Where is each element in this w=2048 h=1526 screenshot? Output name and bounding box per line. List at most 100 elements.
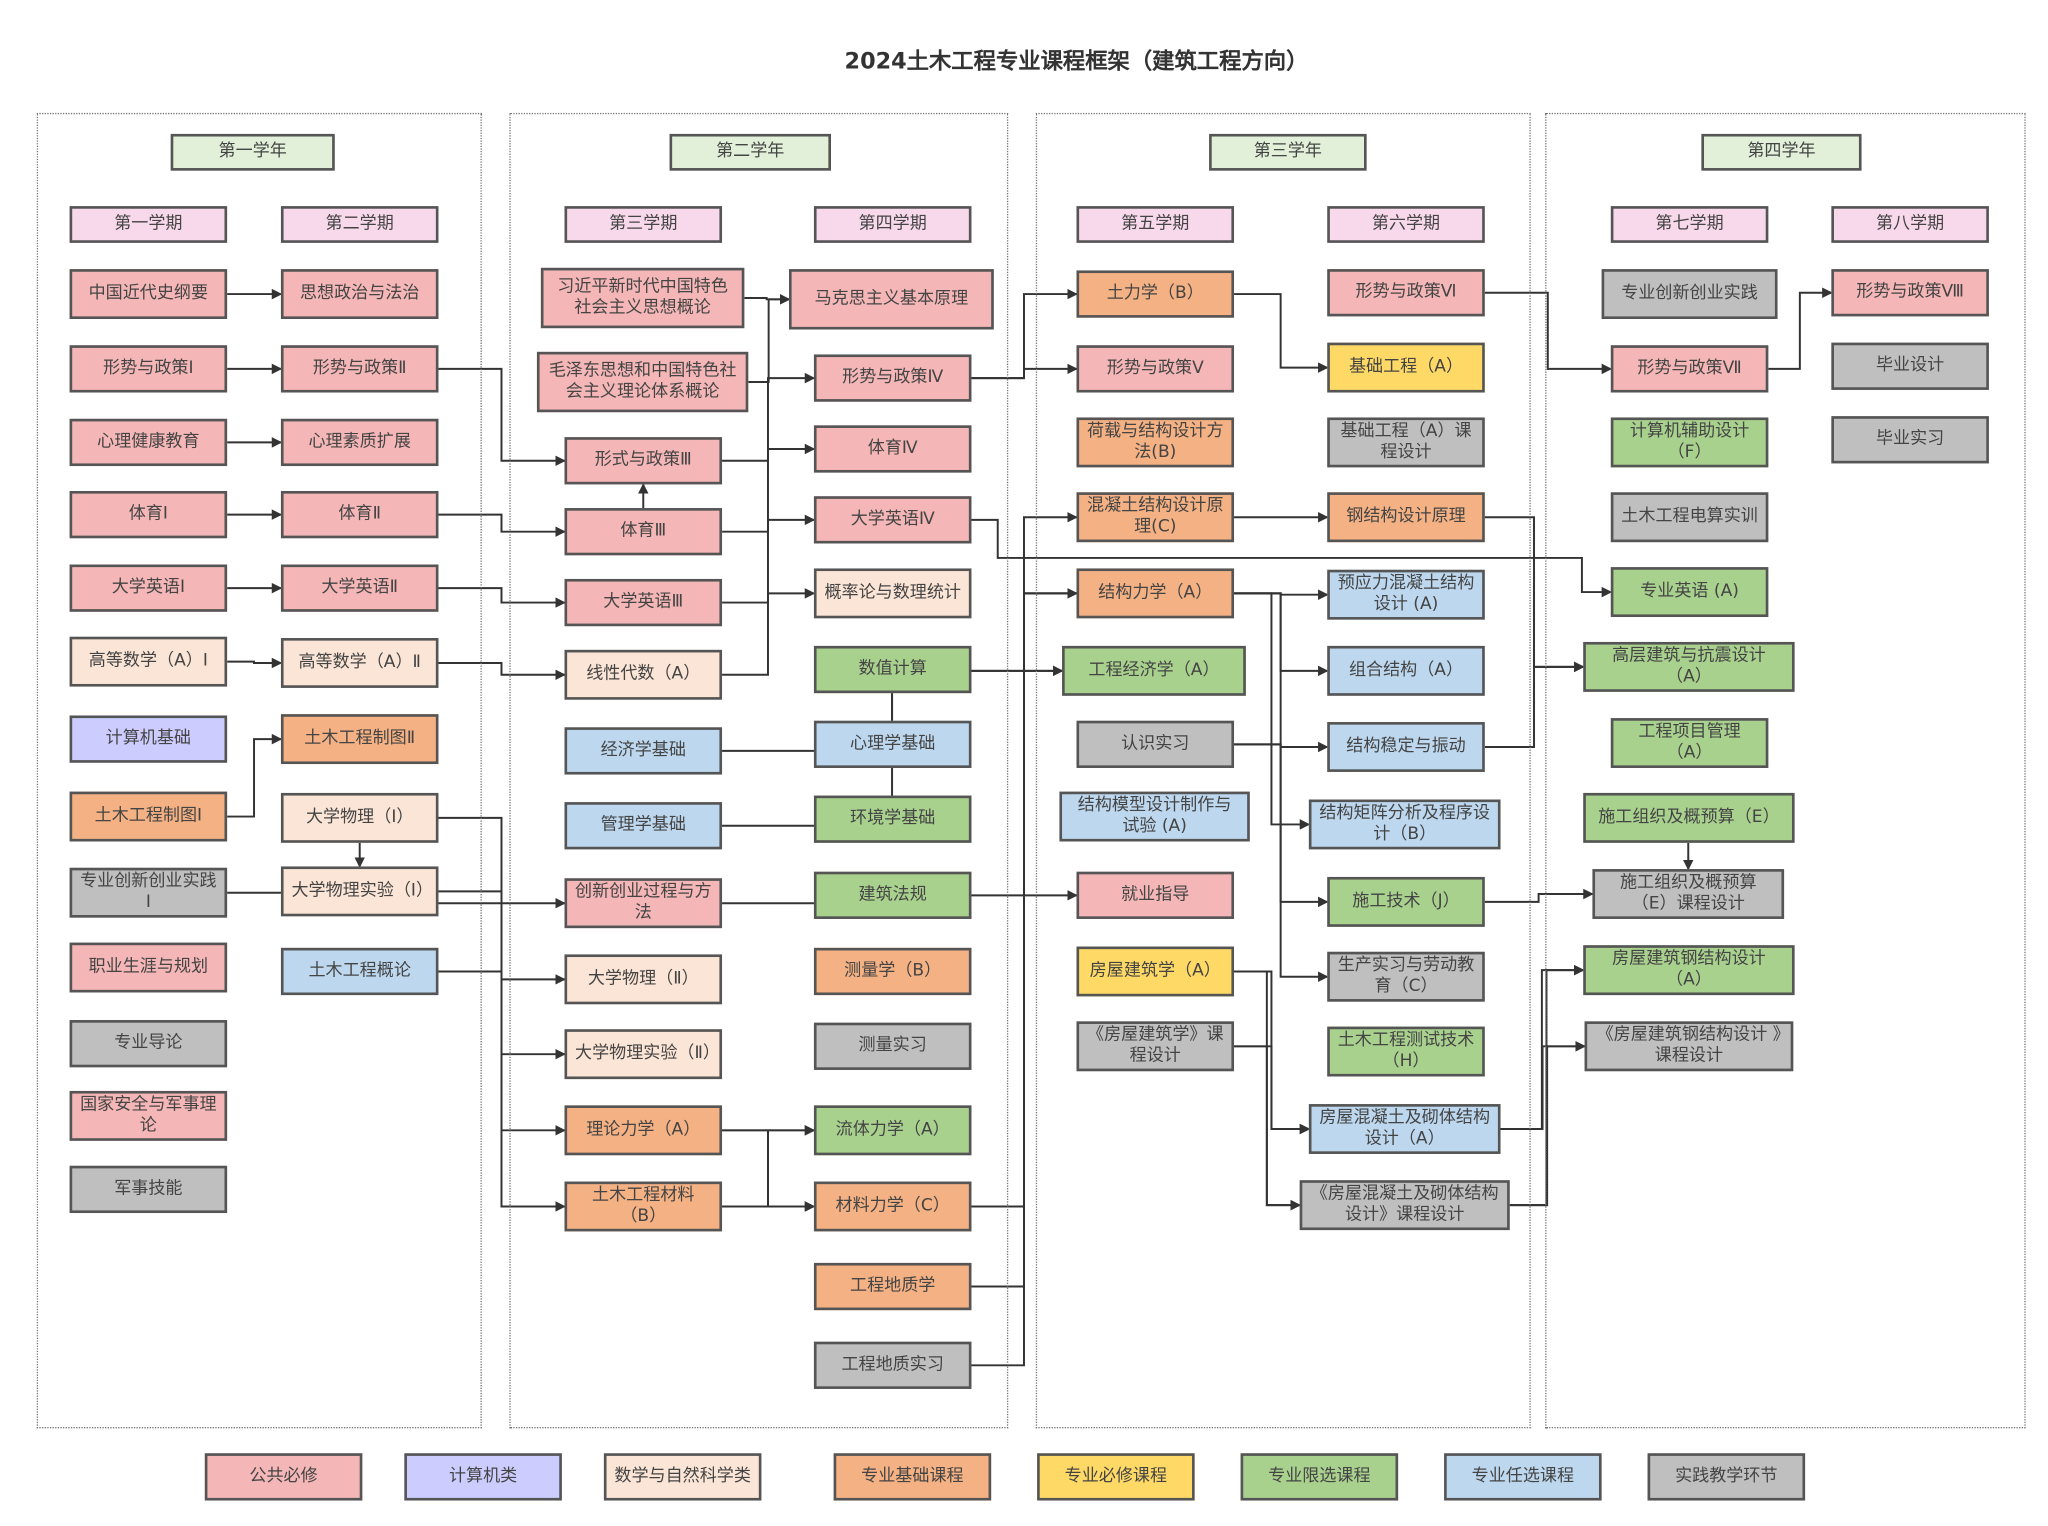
course-box: 概率论与数理统计 — [813, 568, 972, 619]
year-2-panel — [509, 112, 1009, 1429]
course-box-label: 大学物理实验（Ⅰ） — [291, 880, 434, 901]
year-header: 第三学年 — [1209, 133, 1367, 171]
course-box: 思想政治与法治 — [280, 269, 439, 320]
course-box-label: 土木工程概论 — [308, 960, 411, 981]
year-4-panel — [1545, 112, 2026, 1429]
course-box: 结构力学（A） — [1076, 568, 1235, 619]
semester-header: 第三学期 — [564, 206, 723, 243]
course-box: 组合结构（A） — [1327, 645, 1485, 696]
course-box-label: 大学英语Ⅱ — [321, 577, 399, 598]
course-box: 马克思主义基本原理 — [788, 269, 994, 330]
course-box-label: 线性代数（A） — [586, 664, 701, 684]
course-box-label: 基础工程（A） — [1348, 357, 1464, 377]
year-header: 第四学年 — [1701, 133, 1862, 171]
course-box: 心理素质扩展 — [280, 418, 439, 467]
course-box-label: 形式与政策Ⅲ — [594, 450, 692, 470]
course-box: 基础工程（A）课程设计 — [1327, 417, 1485, 468]
course-box-label: 形势与政策Ⅷ — [1856, 282, 1965, 302]
course-box: 专业英语 (A) — [1610, 567, 1769, 618]
course-box: 线性代数（A） — [564, 649, 723, 700]
prerequisite-arrow — [1234, 743, 1329, 982]
course-box-label: 国家安全与军事理论 — [80, 1094, 217, 1136]
course-box-label: 大学英语Ⅲ — [603, 592, 684, 612]
year-1-panel — [36, 112, 482, 1429]
course-box: 结构矩阵分析及程序设计（B） — [1308, 799, 1501, 850]
course-box: 毕业实习 — [1831, 416, 1989, 464]
course-box-label: 大学物理（Ⅱ） — [587, 968, 699, 989]
legend-item: 公共必修 — [204, 1453, 363, 1501]
course-box-label: 形势与政策Ⅵ — [1355, 282, 1457, 302]
course-box-label: 大学英语Ⅰ — [111, 577, 186, 598]
legend-item: 专业任选课程 — [1444, 1453, 1602, 1501]
course-box-label: 高等数学（A）Ⅰ — [88, 651, 208, 671]
course-box-label: 环境学基础 — [850, 808, 936, 829]
legend-item-label: 专业必修课程 — [1064, 1466, 1168, 1487]
year-header-label: 第四学年 — [1747, 141, 1816, 162]
course-box: 《房屋建筑学》课程设计 — [1076, 1021, 1235, 1072]
course-box-label: 施工组织及概预算（E）课程设计 — [1619, 873, 1757, 914]
legend-item-label: 专业限选课程 — [1268, 1466, 1371, 1487]
course-box-label: 房屋建筑学（A） — [1089, 960, 1221, 981]
course-box: 高等数学（A）Ⅱ — [280, 638, 439, 688]
course-box: 环境学基础 — [813, 795, 972, 843]
year-header-label: 第一学年 — [218, 141, 287, 162]
course-box-label: 预应力混凝土结构设计 (A) — [1337, 573, 1475, 615]
course-box-label: 房屋混凝土及砌体结构设计（A） — [1319, 1108, 1491, 1149]
course-box-label: 《房屋建筑学》课程设计 — [1086, 1025, 1224, 1066]
course-box: 国家安全与军事理论 — [69, 1090, 228, 1141]
course-box: 形势与政策Ⅱ — [280, 345, 439, 393]
course-box: 管理学基础 — [564, 802, 723, 850]
prerequisite-arrow — [971, 363, 1078, 380]
course-box: 理论力学（A） — [564, 1105, 723, 1156]
year-header: 第一学年 — [170, 133, 335, 171]
course-box: 认识实习 — [1076, 720, 1235, 768]
diagram-title: 2024土木工程专业课程框架（建筑工程方向） — [844, 48, 1309, 75]
year-3-panel — [1035, 112, 1531, 1429]
course-box-label: 施工组织及概预算（E） — [1598, 807, 1780, 828]
course-box: 测量学（B） — [813, 947, 972, 996]
prerequisite-arrow — [1484, 661, 1585, 748]
course-box-label: 测量学（B） — [844, 960, 942, 981]
course-box: 大学物理（Ⅱ） — [564, 954, 723, 1005]
prerequisite-arrow — [1234, 1045, 1301, 1211]
course-box: 军事技能 — [69, 1165, 228, 1214]
course-box: 体育Ⅳ — [813, 425, 972, 473]
course-box: 专业创新创业实践Ⅰ — [69, 867, 228, 918]
prerequisite-arrow — [227, 733, 283, 818]
course-box: 大学英语Ⅲ — [564, 578, 723, 627]
year-header-label: 第二学年 — [716, 141, 785, 162]
course-box: 预应力混凝土结构设计 (A) — [1327, 569, 1485, 620]
course-box-label: 土木工程材料（B） — [592, 1185, 695, 1227]
course-box: 《房屋混凝土及砌体结构设计》课程设计 — [1299, 1180, 1510, 1231]
prerequisite-arrow — [1768, 287, 1833, 370]
course-box-label: 体育Ⅱ — [338, 504, 381, 524]
course-box-label: 概率论与数理统计 — [824, 582, 961, 603]
course-box: 房屋混凝土及砌体结构设计（A） — [1308, 1104, 1501, 1154]
course-box-label: 结构矩阵分析及程序设计（B） — [1319, 803, 1491, 845]
course-box-label: 工程地质实习 — [841, 1354, 944, 1375]
course-box: 土木工程制图Ⅰ — [69, 791, 228, 842]
course-box: 形势与政策Ⅷ — [1831, 269, 1989, 317]
prerequisite-arrow — [1234, 293, 1329, 373]
prerequisite-arrow — [971, 518, 1613, 598]
legend-item-label: 公共必修 — [249, 1466, 318, 1487]
legend-item-label: 计算机类 — [448, 1466, 518, 1487]
course-box-label: 就业指导 — [1121, 884, 1190, 905]
course-box: 心理健康教育 — [69, 418, 228, 467]
course-box-label: 经济学基础 — [600, 740, 686, 761]
course-box-label: 专业创新创业实践 — [1621, 283, 1758, 304]
course-box: 毛泽东思想和中国特色社会主义理论体系概论 — [536, 351, 749, 413]
course-box-label: 土木工程电算实训 — [1621, 506, 1758, 527]
semester-header-label: 第四学期 — [858, 213, 927, 234]
course-box: 材料力学（C） — [813, 1181, 972, 1232]
semester-header: 第八学期 — [1831, 206, 1989, 243]
course-box-label: 思想政治与法治 — [299, 283, 420, 304]
course-box-label: 大学英语Ⅳ — [850, 509, 935, 530]
prerequisite-arrow — [971, 588, 1078, 1367]
legend-item-label: 专业基础课程 — [861, 1466, 964, 1487]
course-box: 工程经济学（A） — [1062, 645, 1246, 696]
legend-item: 专业基础课程 — [833, 1453, 992, 1501]
prerequisite-arrow — [438, 970, 566, 1212]
course-box-label: 土力学（B） — [1106, 283, 1204, 304]
course-box: 大学英语Ⅳ — [813, 496, 972, 544]
